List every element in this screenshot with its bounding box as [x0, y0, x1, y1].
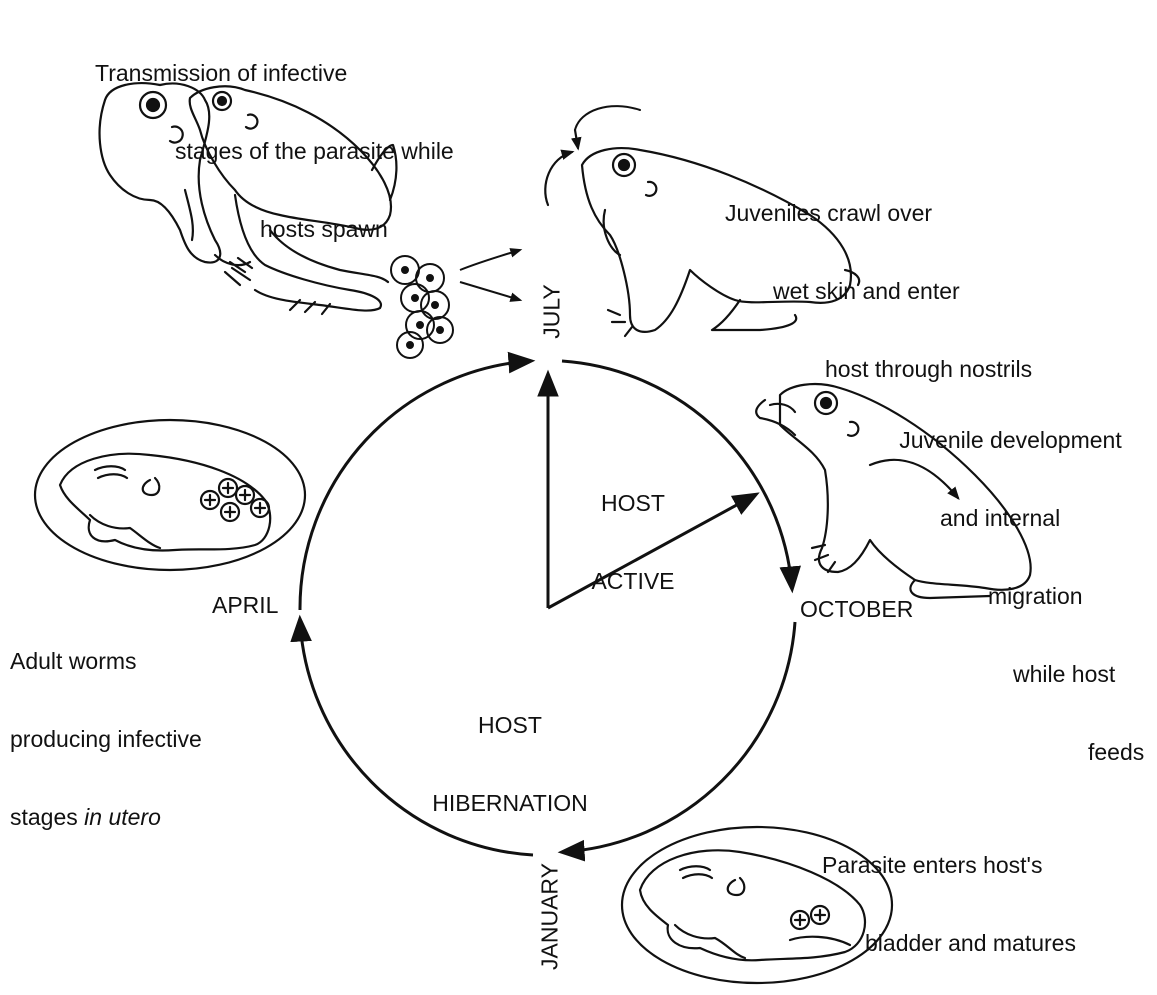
caption-juvenile-development-line5: feeds	[868, 739, 1153, 765]
month-label-january: JANUARY	[537, 862, 564, 972]
caption-juvenile-development: Juvenile development and internal migrat…	[868, 375, 1153, 791]
hibernating-frog-april-illustration	[35, 420, 305, 570]
caption-juvenile-development-line1: Juvenile development	[868, 427, 1153, 453]
caption-adult-worms: Adult worms producing infective stages i…	[10, 596, 270, 856]
arc-april-to-july	[300, 361, 530, 610]
caption-adult-worms-line3-plain: stages	[10, 804, 84, 830]
month-label-july: JULY	[539, 282, 566, 342]
caption-juvenile-development-line2: and internal	[868, 505, 1153, 531]
caption-juveniles-crawl-line1: Juveniles crawl over	[725, 200, 1115, 226]
caption-juvenile-development-line4: while host	[868, 661, 1153, 687]
caption-juveniles-crawl-line2: wet skin and enter	[725, 278, 1115, 304]
caption-transmission: Transmission of infective stages of the …	[95, 8, 555, 268]
phase-host-active-line1: HOST	[578, 490, 688, 516]
caption-adult-worms-line3: stages in utero	[10, 804, 270, 830]
caption-transmission-line2: stages of the parasite while	[95, 138, 555, 164]
phase-host-hibernation-line2: HIBERNATION	[405, 790, 615, 816]
phase-host-active: HOST ACTIVE	[578, 438, 688, 620]
phase-host-hibernation: HOST HIBERNATION	[405, 660, 615, 842]
caption-adult-worms-line1: Adult worms	[10, 648, 270, 674]
caption-adult-worms-line3-italic: in utero	[84, 804, 161, 830]
phase-host-active-line2: ACTIVE	[578, 568, 688, 594]
caption-juveniles-crawl: Juveniles crawl over wet skin and enter …	[725, 148, 1115, 408]
caption-enters-bladder-line1: Parasite enters host's	[822, 852, 1142, 878]
caption-transmission-line1: Transmission of infective	[95, 60, 555, 86]
caption-enters-bladder-line2: bladder and matures	[822, 930, 1142, 956]
caption-adult-worms-line2: producing infective	[10, 726, 270, 752]
phase-host-hibernation-line1: HOST	[405, 712, 615, 738]
eggs-illustration	[391, 256, 453, 358]
caption-transmission-line3: hosts spawn	[95, 216, 555, 242]
caption-juvenile-development-line3: migration	[868, 583, 1153, 609]
caption-enters-bladder: Parasite enters host's bladder and matur…	[822, 800, 1142, 982]
